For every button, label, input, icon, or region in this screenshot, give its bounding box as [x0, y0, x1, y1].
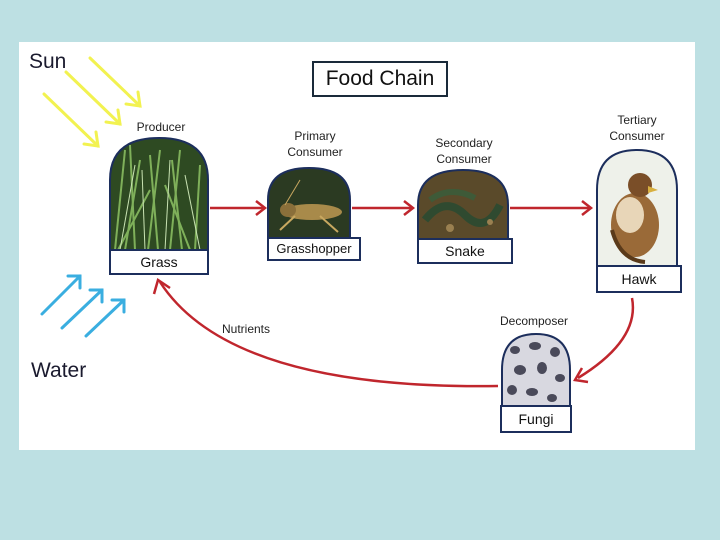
sun-ray-2 [64, 70, 122, 126]
primary-role-label-2: Consumer [287, 145, 343, 159]
grasshopper-frame [267, 166, 351, 238]
arrow-hawk-to-fungi [572, 297, 635, 384]
grass-image [110, 138, 208, 250]
sun-rays [42, 56, 142, 148]
tertiary-role-label-2: Consumer [609, 129, 665, 143]
decomposer-role-label: Decomposer [499, 314, 569, 328]
grasshopper-name-box: Grasshopper [267, 237, 361, 261]
arrow-fungi-to-grass [152, 278, 499, 388]
producer-role-label: Producer [136, 120, 186, 134]
tertiary-role-label-1: Tertiary [617, 113, 657, 127]
sun-label: Sun [29, 50, 67, 73]
water-label: Water [31, 359, 87, 382]
water-rays [40, 274, 126, 338]
sun-ray-1 [88, 56, 142, 108]
arrow-snake-to-hawk [510, 200, 594, 216]
snake-name-box: Snake [417, 238, 513, 264]
water-ray-2 [60, 288, 104, 330]
arrow-grasshopper-to-snake [352, 200, 416, 216]
secondary-role-label-1: Secondary [435, 136, 493, 150]
grasshopper-image [268, 168, 350, 238]
nutrients-label: Nutrients [221, 322, 271, 336]
water-ray-3 [84, 298, 126, 338]
hawk-frame [596, 148, 678, 266]
secondary-role-label-2: Consumer [436, 152, 492, 166]
fungi-image [502, 334, 570, 406]
sun-ray-3 [42, 92, 100, 148]
flow-arrows [152, 200, 635, 388]
fungi-name-box: Fungi [500, 405, 572, 433]
fungi-frame [501, 332, 571, 406]
snake-frame [417, 168, 509, 238]
diagram-title: Food Chain [312, 61, 448, 97]
grass-frame [109, 136, 209, 250]
grass-name-box: Grass [109, 249, 209, 275]
primary-role-label-1: Primary [294, 129, 336, 143]
hawk-image [597, 150, 677, 266]
hawk-name-box: Hawk [596, 265, 682, 293]
water-ray-1 [40, 274, 82, 316]
snake-image [418, 170, 508, 238]
arrow-grass-to-grasshopper [210, 200, 268, 216]
